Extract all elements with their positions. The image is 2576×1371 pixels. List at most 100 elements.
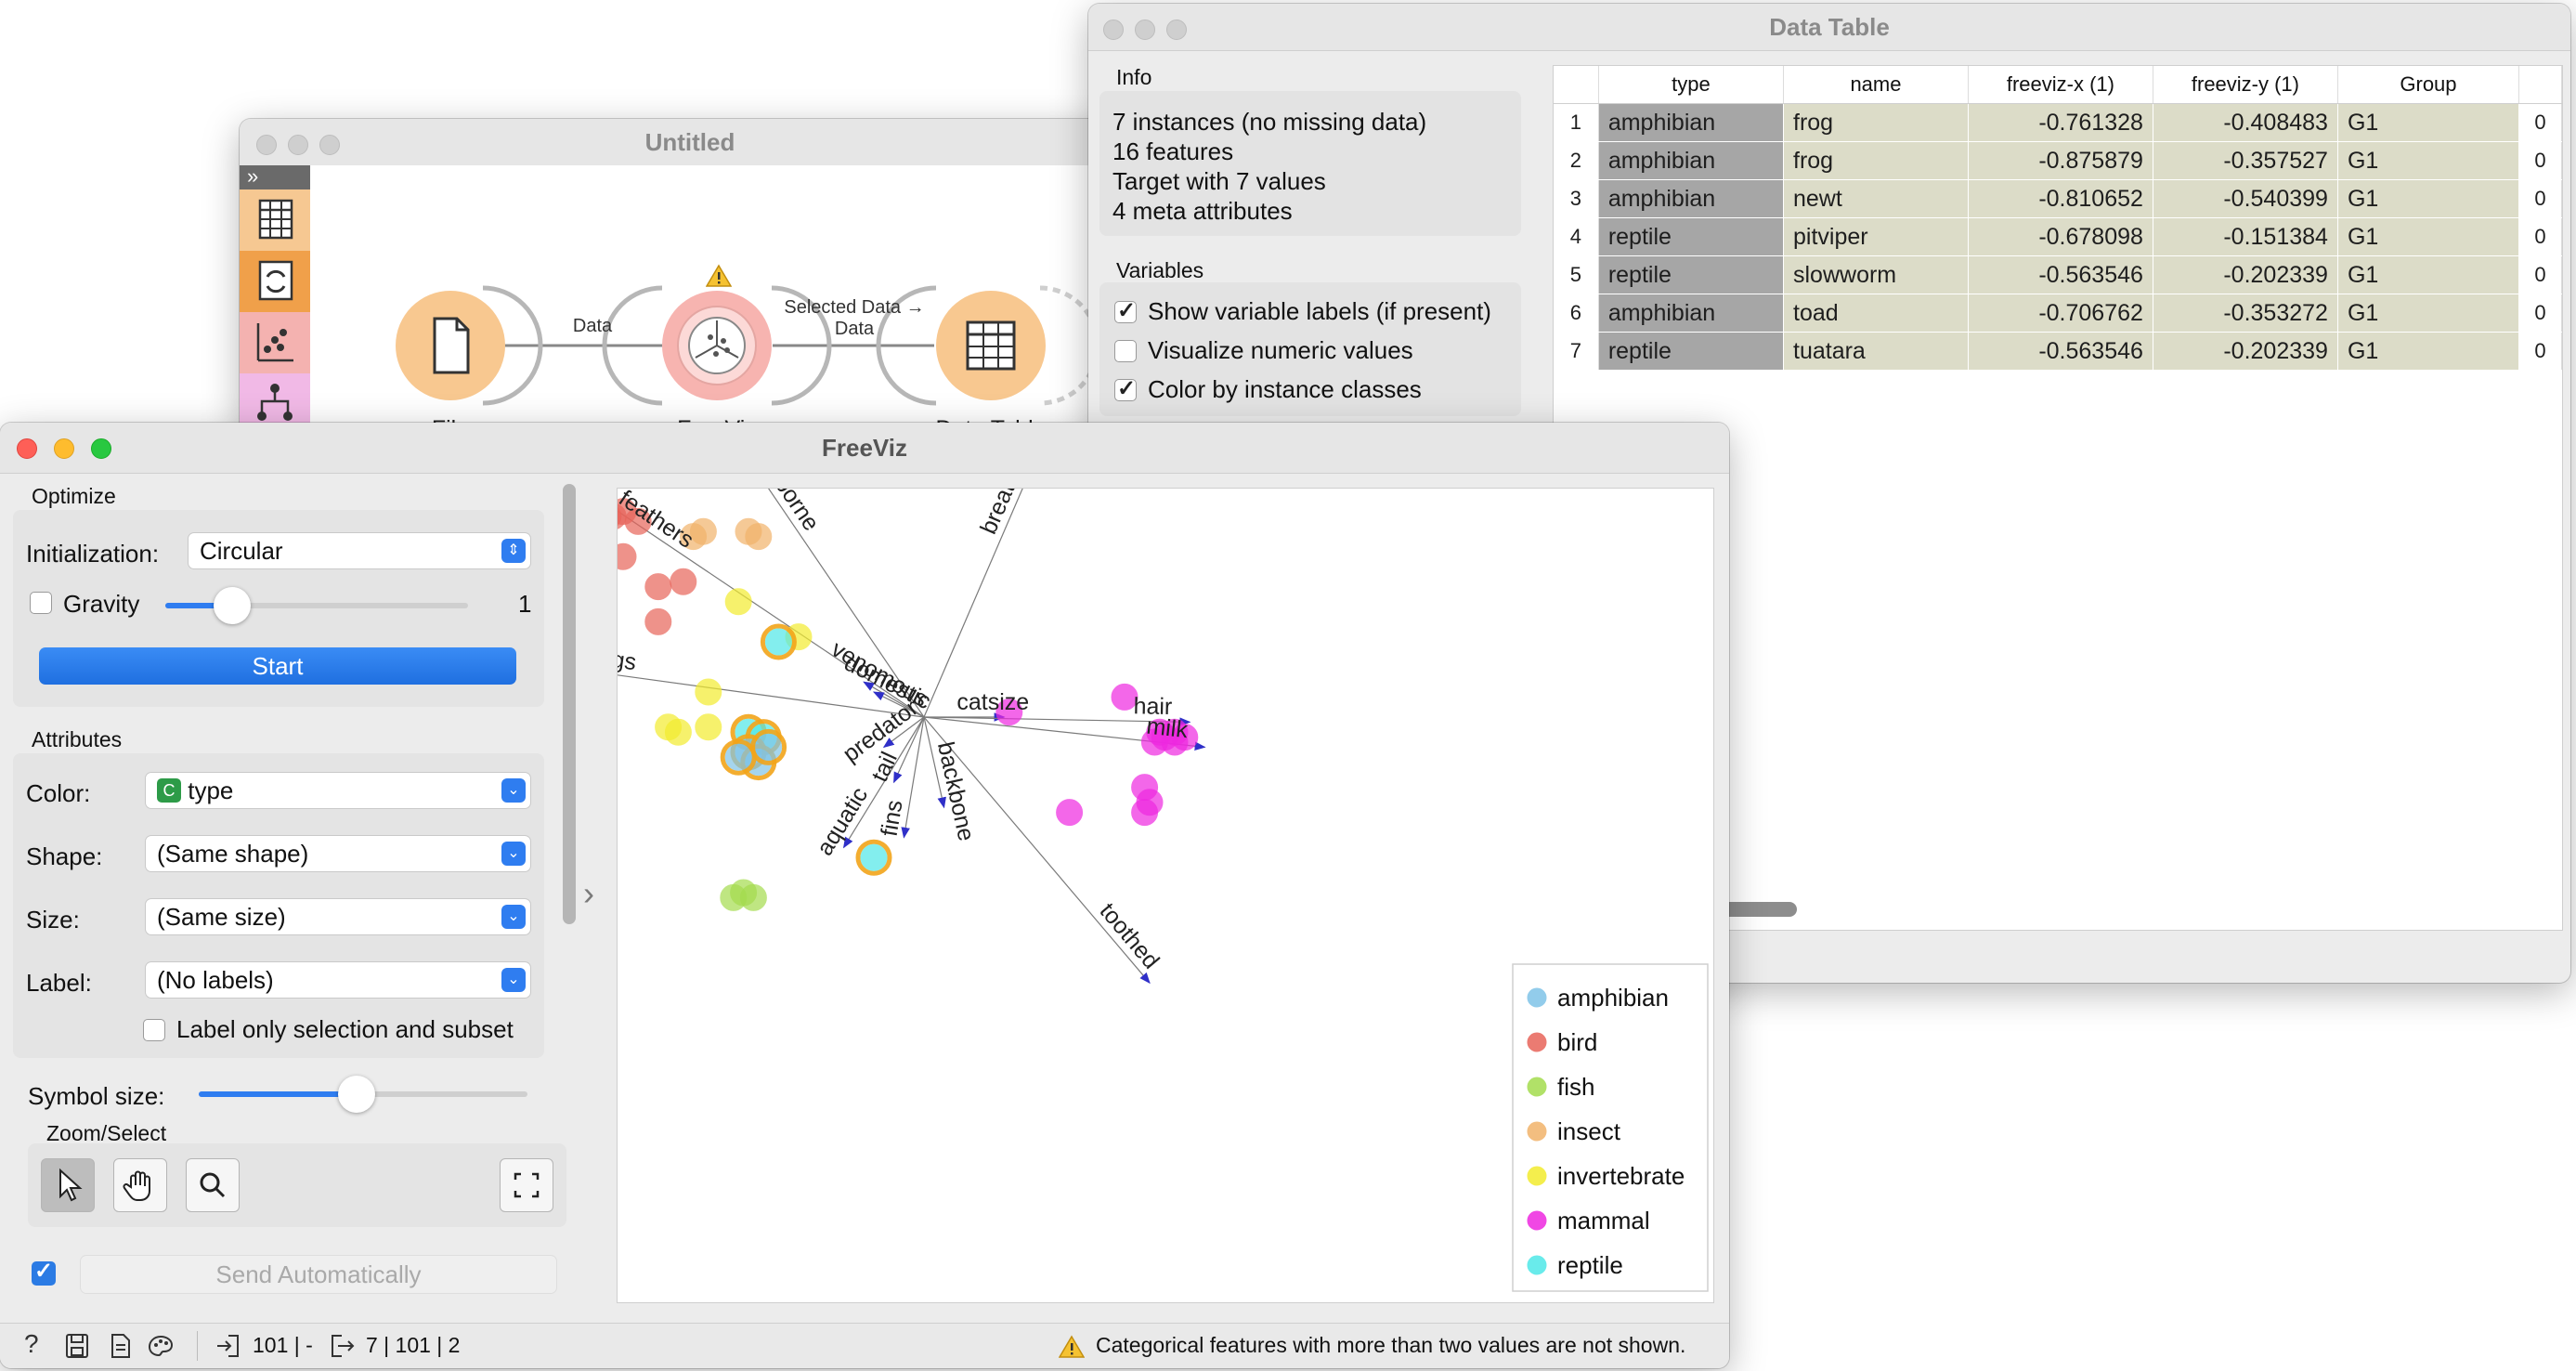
close-button[interactable] — [256, 135, 277, 155]
data-point-insect[interactable] — [680, 523, 708, 551]
group-cell[interactable]: G1 — [2337, 179, 2519, 218]
data-table[interactable]: type name freeviz-x (1) freeviz-y (1) Gr… — [1554, 66, 2563, 371]
minimize-button[interactable] — [1135, 20, 1155, 40]
row-index[interactable]: 2 — [1554, 141, 1599, 180]
data-point-mammal[interactable] — [1056, 799, 1084, 827]
close-button[interactable] — [17, 438, 37, 459]
table-area[interactable]: type name freeviz-x (1) freeviz-y (1) Gr… — [1553, 65, 2563, 931]
data-point-amphibian[interactable] — [724, 743, 752, 771]
file-node[interactable] — [396, 291, 505, 400]
extra-cell[interactable]: 0 — [2518, 179, 2563, 218]
row-index[interactable]: 1 — [1554, 103, 1599, 142]
symbol-size-slider-knob[interactable] — [338, 1076, 375, 1113]
name-cell[interactable]: slowworm — [1783, 255, 1969, 294]
column-header[interactable]: type — [1598, 66, 1785, 104]
type-cell[interactable]: amphibian — [1598, 103, 1785, 142]
magnifier-icon[interactable] — [186, 1158, 240, 1212]
data-point-bird[interactable] — [609, 542, 637, 570]
freeviz-x-cell[interactable]: -0.563546 — [1968, 332, 2153, 371]
data-point-reptile[interactable] — [764, 628, 792, 656]
data-point-bird[interactable] — [670, 568, 697, 595]
group-cell[interactable]: G1 — [2337, 294, 2519, 333]
column-header[interactable]: freeviz-y (1) — [2153, 66, 2338, 104]
freeviz-x-cell[interactable]: -0.678098 — [1968, 217, 2153, 256]
gravity-checkbox[interactable] — [30, 592, 52, 614]
type-cell[interactable]: reptile — [1598, 217, 1785, 256]
group-cell[interactable]: G1 — [2337, 103, 2519, 142]
extra-cell[interactable]: 0 — [2518, 141, 2563, 180]
collapse-panel-icon[interactable]: › — [583, 874, 594, 912]
visualize-numeric-checkbox[interactable] — [1114, 340, 1137, 362]
extra-cell[interactable]: 0 — [2518, 255, 2563, 294]
column-header[interactable]: name — [1783, 66, 1969, 104]
freeviz-y-cell[interactable]: -0.540399 — [2153, 179, 2338, 218]
report-icon[interactable] — [110, 1333, 132, 1364]
name-cell[interactable]: frog — [1783, 141, 1969, 180]
type-cell[interactable]: amphibian — [1598, 179, 1785, 218]
type-cell[interactable]: reptile — [1598, 332, 1785, 371]
data-point-mammal[interactable] — [1131, 799, 1159, 827]
data-point-reptile[interactable] — [860, 843, 888, 871]
pointer-icon[interactable] — [41, 1158, 95, 1212]
row-index[interactable]: 7 — [1554, 332, 1599, 371]
data-table-node[interactable] — [936, 291, 1046, 400]
group-cell[interactable]: G1 — [2337, 255, 2519, 294]
collapse-icon[interactable]: » — [240, 165, 310, 189]
close-button[interactable] — [1103, 20, 1124, 40]
extra-cell[interactable]: 0 — [2518, 217, 2563, 256]
freeviz-node[interactable] — [662, 291, 772, 400]
start-button[interactable]: Start — [39, 647, 516, 685]
freeviz-y-cell[interactable]: -0.353272 — [2153, 294, 2338, 333]
initialization-combo[interactable]: Circular ⇕ — [188, 532, 531, 569]
group-cell[interactable]: G1 — [2337, 332, 2519, 371]
extra-cell[interactable]: 0 — [2518, 103, 2563, 142]
fit-icon[interactable] — [500, 1158, 553, 1212]
help-icon[interactable]: ? — [24, 1329, 39, 1358]
zoom-button[interactable] — [1166, 20, 1187, 40]
visualize-category-icon[interactable] — [240, 312, 310, 373]
data-point-bird[interactable] — [644, 607, 672, 635]
group-cell[interactable]: G1 — [2337, 141, 2519, 180]
size-combo[interactable]: (Same size) ⌄ — [145, 898, 531, 935]
zoom-button[interactable] — [91, 438, 111, 459]
minimize-button[interactable] — [54, 438, 74, 459]
freeviz-x-cell[interactable]: -0.875879 — [1968, 141, 2153, 180]
type-cell[interactable]: amphibian — [1598, 141, 1785, 180]
freeviz-x-cell[interactable]: -0.761328 — [1968, 103, 2153, 142]
column-header[interactable]: Group — [2337, 66, 2519, 104]
color-by-class-checkbox[interactable] — [1114, 375, 1137, 402]
freeviz-y-cell[interactable]: -0.202339 — [2153, 332, 2338, 371]
visual-settings-icon[interactable] — [147, 1333, 175, 1364]
hand-icon[interactable] — [113, 1158, 167, 1212]
name-cell[interactable]: frog — [1783, 103, 1969, 142]
data-point-mammal[interactable] — [1140, 728, 1168, 756]
label-only-checkbox[interactable] — [143, 1019, 165, 1041]
data-point-amphibian[interactable] — [755, 733, 783, 761]
row-index[interactable]: 3 — [1554, 179, 1599, 218]
transform-category-icon[interactable] — [240, 251, 310, 312]
column-header-extra[interactable] — [2518, 66, 2563, 104]
data-point-mammal[interactable] — [1111, 683, 1138, 711]
column-header[interactable]: freeviz-x (1) — [1968, 66, 2153, 104]
type-cell[interactable]: amphibian — [1598, 294, 1785, 333]
freeviz-y-cell[interactable]: -0.408483 — [2153, 103, 2338, 142]
freeviz-x-cell[interactable]: -0.563546 — [1968, 255, 2153, 294]
data-category-icon[interactable] — [240, 189, 310, 251]
data-point-invertebrate[interactable] — [724, 588, 752, 616]
send-button[interactable]: Send Automatically — [80, 1255, 557, 1294]
name-cell[interactable]: newt — [1783, 179, 1969, 218]
data-point-invertebrate[interactable] — [664, 718, 692, 746]
corner-cell[interactable] — [1554, 66, 1599, 104]
freeviz-y-cell[interactable]: -0.151384 — [2153, 217, 2338, 256]
data-point-fish[interactable] — [739, 883, 767, 911]
zoom-button[interactable] — [319, 135, 340, 155]
name-cell[interactable]: toad — [1783, 294, 1969, 333]
freeviz-x-cell[interactable]: -0.706762 — [1968, 294, 2153, 333]
type-cell[interactable]: reptile — [1598, 255, 1785, 294]
